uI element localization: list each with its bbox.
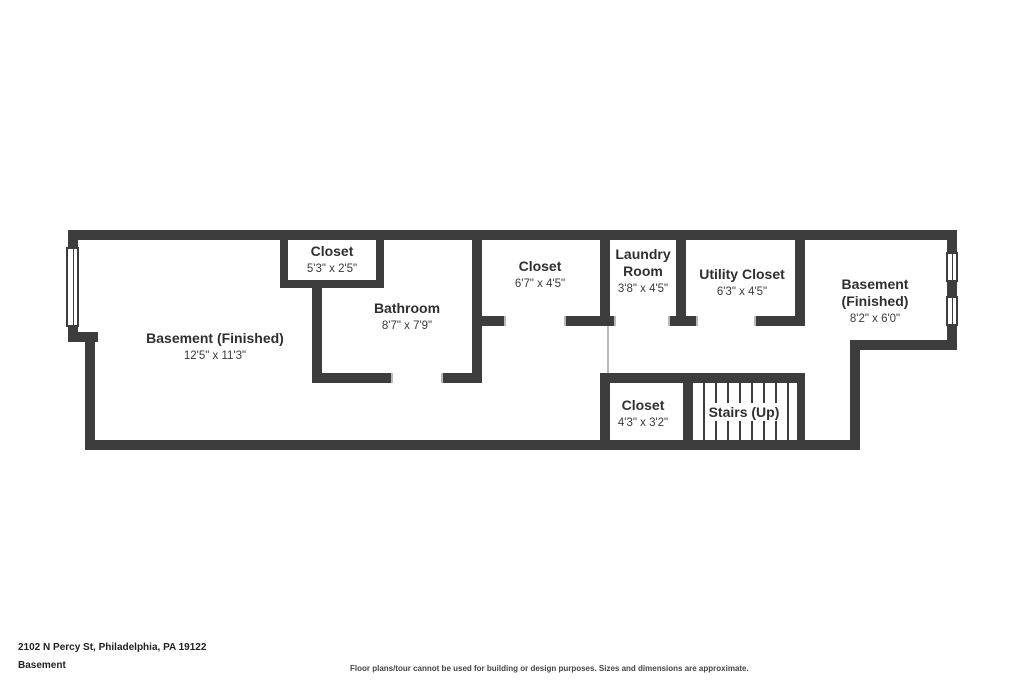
window-right-top-icon (946, 252, 958, 282)
wall-outer-right-upper (947, 230, 957, 350)
wall-lower-closet-left (600, 373, 610, 450)
wall-outer-bottom (85, 440, 860, 450)
room-name: Closet (518, 258, 562, 274)
room-name: Stairs (Up) (704, 403, 784, 421)
wall-top-closet-left (280, 230, 288, 288)
property-address: 2102 N Percy St, Philadelphia, PA 19122 (18, 642, 207, 653)
wall-outer-top (68, 230, 957, 240)
room-label-basement-left: Basement (Finished) 12'5" x 11'3" (115, 330, 315, 363)
window-right-bottom-icon (946, 296, 958, 326)
room-dims: 4'3" x 3'2" (617, 417, 669, 429)
room-dims: 8'7" x 7'9" (381, 320, 433, 332)
laundry-door-opening (614, 316, 670, 326)
wall-basement-bathroom (312, 280, 322, 383)
room-dims: 3'8" x 4'5" (617, 283, 669, 295)
wall-bathroom-right (472, 230, 482, 383)
room-label-stairs: Stairs (Up) (694, 403, 794, 422)
room-dims: 12'5" x 11'3" (183, 350, 247, 362)
room-name: Laundry Room (615, 246, 671, 279)
room-name: Closet (621, 397, 665, 413)
room-name: Bathroom (373, 300, 441, 316)
room-label-bathroom: Bathroom 8'7" x 7'9" (347, 300, 467, 333)
room-label-closet-mid: Closet 6'7" x 4'5" (495, 258, 585, 291)
room-name: Basement (Finished) (146, 330, 284, 346)
window-mullion (952, 254, 953, 280)
closet-door-opening (504, 316, 566, 326)
room-dims: 8'2" x 6'0" (849, 313, 901, 325)
wall-top-closet-right (376, 230, 384, 288)
wall-laundry-right (676, 230, 686, 326)
utility-door-opening (696, 316, 756, 326)
room-name: Closet (310, 243, 354, 259)
wall-top-closet-bottom (280, 280, 384, 288)
room-label-basement-right: Basement (Finished) 8'2" x 6'0" (827, 276, 923, 326)
room-name: Basement (Finished) (841, 276, 909, 309)
room-label-closet-bottom: Closet 4'3" x 3'2" (601, 397, 685, 430)
wall-stairs-top (600, 373, 805, 383)
room-label-laundry: Laundry Room 3'8" x 4'5" (607, 246, 679, 296)
disclaimer-text: Floor plans/tour cannot be used for buil… (350, 664, 749, 673)
room-label-utility: Utility Closet 6'3" x 4'5" (687, 266, 797, 299)
wall-outer-left-lower (85, 332, 95, 450)
room-label-closet-top: Closet 5'3" x 2'5" (282, 243, 382, 276)
wall-left-jog (68, 332, 98, 342)
room-dims: 6'3" x 4'5" (716, 286, 768, 298)
wall-laundry-left (600, 230, 610, 326)
floor-name: Basement (18, 660, 66, 671)
window-left-icon (66, 247, 79, 327)
wall-right-jog (850, 340, 957, 350)
room-dims: 6'7" x 4'5" (514, 278, 566, 290)
window-mullion (952, 298, 953, 324)
wall-lower-closet-right (683, 373, 691, 450)
wall-outer-right-lower (850, 340, 860, 450)
bathroom-door-opening (391, 373, 443, 383)
room-dims: 5'3" x 2'5" (306, 263, 358, 275)
wall-utility-right (795, 230, 805, 326)
window-mullion (72, 249, 74, 325)
room-name: Utility Closet (699, 266, 785, 282)
wall-stairs-right (797, 373, 805, 450)
hall-opening-line (607, 326, 609, 373)
